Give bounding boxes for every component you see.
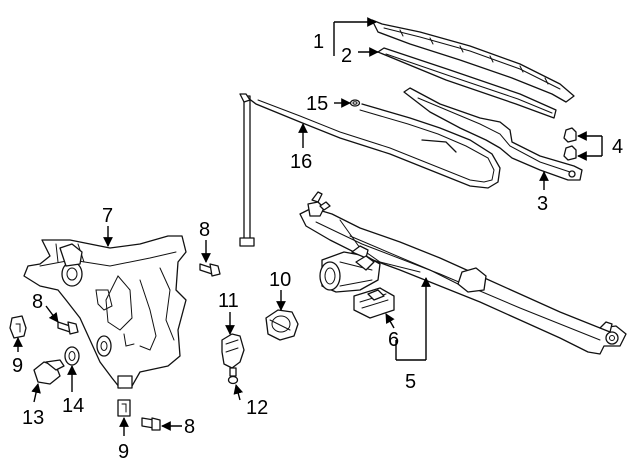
callout-8-lower: 8 bbox=[184, 416, 195, 438]
clip-upper bbox=[9, 315, 27, 339]
bolt-middle bbox=[57, 321, 79, 335]
wiper-motor bbox=[319, 245, 381, 293]
washer-reservoir bbox=[23, 235, 187, 389]
wiper-linkage bbox=[299, 191, 627, 355]
callout-12: 12 bbox=[246, 397, 268, 419]
washer-hose bbox=[239, 93, 501, 247]
level-sensor bbox=[33, 359, 65, 385]
blade-insert bbox=[377, 47, 557, 119]
wiper-blade bbox=[371, 19, 575, 103]
bolt-lower bbox=[141, 417, 161, 431]
grommet bbox=[349, 99, 361, 107]
callout-7: 7 bbox=[102, 205, 113, 227]
bolt-upper bbox=[199, 263, 221, 277]
callout-8-middle: 8 bbox=[32, 291, 43, 313]
callout-1: 1 bbox=[313, 31, 324, 53]
pump-grommet bbox=[227, 375, 239, 385]
callout-2: 2 bbox=[341, 45, 352, 67]
nut-caps bbox=[563, 127, 577, 161]
callout-labels: 1 2 15 16 3 4 7 8 10 11 12 8 9 13 14 9 8… bbox=[12, 31, 623, 463]
clip-lower bbox=[117, 399, 131, 417]
leader-lines bbox=[13, 17, 603, 436]
washer-pump bbox=[221, 333, 245, 377]
callout-8-upper: 8 bbox=[199, 219, 210, 241]
callout-9-upper: 9 bbox=[12, 355, 23, 377]
callout-9-lower: 9 bbox=[118, 441, 129, 463]
callout-14: 14 bbox=[62, 395, 84, 417]
callout-15: 15 bbox=[306, 93, 328, 115]
callout-16: 16 bbox=[290, 151, 312, 173]
callout-11: 11 bbox=[218, 290, 239, 312]
sensor-seal bbox=[64, 346, 80, 366]
wiper-arm bbox=[403, 87, 583, 181]
callout-4: 4 bbox=[612, 136, 623, 158]
callout-13: 13 bbox=[22, 407, 44, 429]
callout-5: 5 bbox=[405, 371, 416, 393]
callout-6: 6 bbox=[388, 329, 399, 351]
callout-10: 10 bbox=[269, 269, 291, 291]
callout-3: 3 bbox=[537, 193, 548, 215]
reservoir-cap bbox=[265, 309, 299, 341]
motor-connector bbox=[353, 287, 395, 319]
